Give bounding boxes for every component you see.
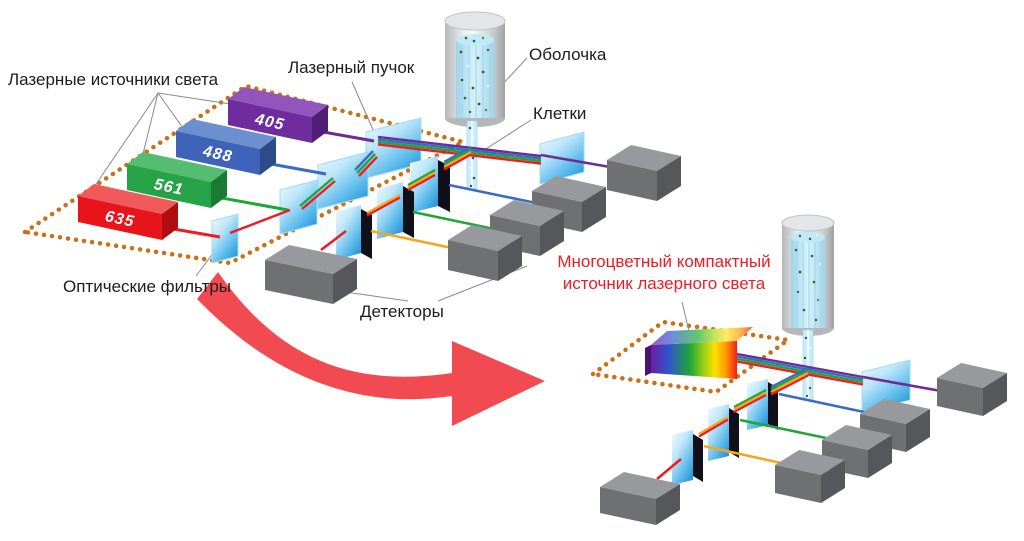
laser-box-561: 561 [127, 152, 227, 208]
compact-laser-front [651, 341, 737, 379]
detectors-1 [265, 145, 681, 304]
detector-yellow-2 [775, 450, 845, 503]
cells-in-flow-cell-2 [794, 234, 822, 322]
forward-filter-2 [861, 359, 911, 413]
leader-laser-sources-1 [157, 92, 238, 106]
green-detection-beam-2 [739, 418, 827, 440]
combined-beam-1 [377, 135, 542, 165]
laser-box-405: 405 [228, 87, 328, 143]
detection-filter-1-yellow-back [361, 209, 372, 259]
blue-detection-beam-1 [448, 183, 537, 205]
scatter-beam-2 [698, 367, 809, 438]
detection-filter-1-blue [410, 156, 438, 213]
label-laser-sources: Лазерные источники света [8, 70, 219, 89]
forward-beam-2 [862, 375, 942, 393]
laser-488-label: 488 [200, 143, 234, 166]
label-sheath: Оболочка [529, 45, 607, 64]
flow-cell-1-fluid-surface [456, 34, 494, 46]
detection-filter-1-green-back [403, 186, 414, 238]
laser-635-label: 635 [103, 208, 136, 231]
detection-filter-1-back [438, 160, 450, 212]
flow-cell-2-rim [781, 214, 835, 232]
flow-cell-2-fluid-surface [791, 231, 825, 243]
detection-filter-2-green [708, 404, 729, 461]
label-compact-source-line1: Многоцветный компактный [557, 252, 771, 271]
label-compact-source: Многоцветный компактный источник лазерно… [539, 251, 789, 295]
label-cells: Клетки [533, 104, 587, 123]
label-laser-beam: Лазерный пучок [288, 58, 415, 77]
mirror-561 [279, 179, 318, 235]
leader-cells [477, 119, 532, 155]
laser-box-635: 635 [78, 184, 178, 240]
yellow-detection-beam-1 [370, 229, 453, 250]
compact-laser-box [645, 327, 753, 379]
detectors-2 [600, 363, 1007, 525]
laser-561-label: 561 [152, 176, 185, 199]
flow-cell-1 [444, 11, 506, 190]
leader-compact-source [681, 301, 690, 332]
compact-laser-side [645, 345, 651, 376]
detection-filters-1 [336, 156, 450, 260]
detection-filter-1-green [377, 182, 403, 239]
mirror-488 [317, 151, 369, 210]
detector-forward-1 [607, 145, 681, 201]
green-detection-beam-1 [412, 210, 495, 231]
leader-optical-filters [195, 251, 215, 277]
laser-box-488: 488 [176, 119, 276, 175]
detector-forward-2 [937, 363, 1007, 416]
optical-filters-dotted-outline [18, 83, 470, 266]
detector-blue-2 [860, 399, 930, 452]
leader-laser-sources-4 [87, 92, 159, 197]
compact-source-dotted-outline [587, 319, 794, 395]
beams-1 [161, 128, 611, 252]
detection-filter-1-yellow [336, 205, 361, 260]
compact-laser-top [651, 327, 753, 345]
label-compact-source-line2: источник лазерного света [562, 274, 766, 293]
detector-yellow-1 [448, 225, 522, 281]
beams-2 [656, 352, 942, 480]
red-detection-beam-2 [656, 458, 682, 480]
label-detectors: Детекторы [360, 302, 444, 321]
label-optical-filters: Оптические фильтры [63, 277, 232, 296]
red-detection-beam-1 [320, 229, 347, 252]
detector-red-1 [265, 245, 357, 304]
forward-beam-1 [540, 153, 611, 169]
detection-filter-2-yellow [672, 430, 693, 485]
flow-cell-2 [781, 214, 835, 401]
leader-laser-beam [351, 81, 375, 133]
scatter-beam-1 [366, 146, 472, 217]
yellow-detection-beam-2 [703, 444, 782, 465]
blue-detection-beam-2 [778, 392, 865, 414]
transformation-arrow [197, 272, 545, 426]
dichroic-mirrors-1 [211, 117, 422, 264]
mirror-635 [211, 213, 239, 264]
cells-in-flow-cell-1 [459, 35, 490, 114]
laser-405-label: 405 [252, 111, 286, 134]
detector-red-2 [600, 472, 680, 525]
flow-cell-1-rim [444, 11, 506, 31]
